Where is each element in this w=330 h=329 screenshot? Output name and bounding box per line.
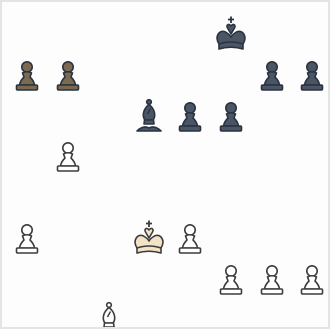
white-pawn-g2-icon[interactable]: [252, 259, 292, 299]
white-bishop-c1-icon[interactable]: [89, 299, 129, 329]
black-pawn-b7-icon[interactable]: [48, 55, 88, 95]
black-pawn-h7-icon[interactable]: [292, 55, 330, 95]
black-bishop-d6-icon[interactable]: [129, 96, 169, 136]
white-king-d3-icon[interactable]: [129, 218, 169, 258]
black-pawn-e6-icon[interactable]: [170, 96, 210, 136]
black-pawn-a7-icon[interactable]: [7, 55, 47, 95]
white-pawn-h2-icon[interactable]: [292, 259, 330, 299]
black-pawn-f6-icon[interactable]: [211, 96, 251, 136]
black-pawn-g7-icon[interactable]: [252, 55, 292, 95]
white-pawn-f2-icon[interactable]: [211, 259, 251, 299]
black-king-f8-icon[interactable]: [211, 14, 251, 54]
white-pawn-e3-icon[interactable]: [170, 218, 210, 258]
white-pawn-b5-icon[interactable]: [48, 136, 88, 176]
white-pawn-a3-icon[interactable]: [7, 218, 47, 258]
